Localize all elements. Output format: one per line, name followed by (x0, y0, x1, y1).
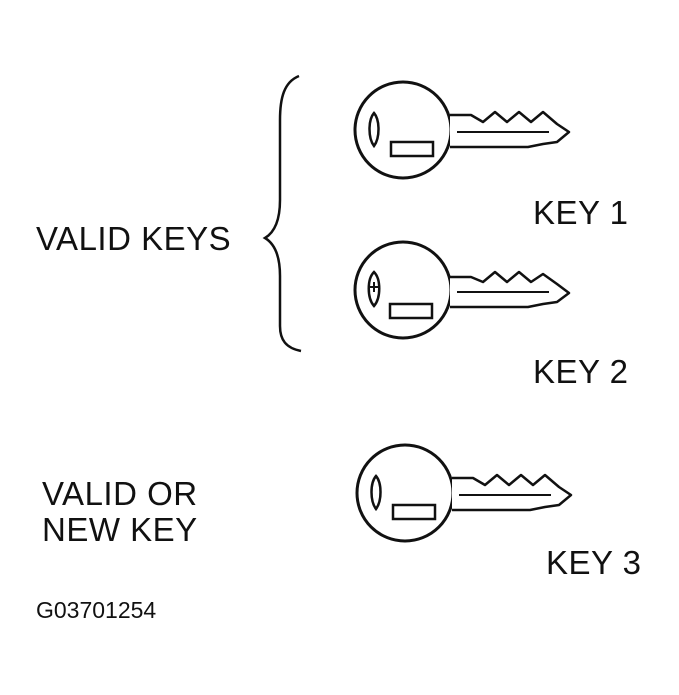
key-3-label: KEY 3 (546, 544, 642, 581)
valid-or-new-line-2: NEW KEY (42, 511, 198, 548)
key-2-drawing (353, 240, 571, 340)
key-1-drawing (353, 80, 571, 180)
bracket (262, 74, 302, 353)
key-2-label: KEY 2 (533, 353, 629, 390)
key-3-drawing (355, 443, 573, 543)
valid-keys-label: VALID KEYS (36, 220, 232, 257)
figure-id: G03701254 (36, 597, 157, 623)
valid-or-new-line-1: VALID OR (42, 475, 198, 512)
key-1-label: KEY 1 (533, 194, 629, 231)
valid-or-new-key-label: VALID OR NEW KEY (42, 476, 198, 548)
